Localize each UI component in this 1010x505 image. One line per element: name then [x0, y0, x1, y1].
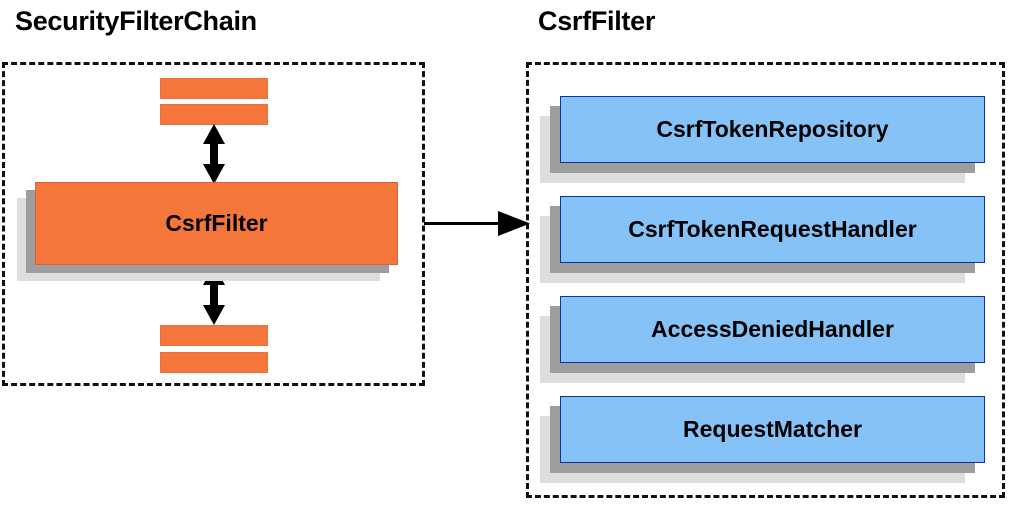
filter-bar-bottom-1 — [160, 325, 268, 346]
csrffilter-box[interactable]: CsrfFilter — [35, 182, 398, 265]
collaborator-label: CsrfTokenRequestHandler — [628, 216, 917, 242]
collaborator-box-accessdeniedhandler[interactable]: AccessDeniedHandler — [560, 296, 985, 363]
collaborator-label: RequestMatcher — [683, 416, 862, 442]
top-double-arrow-icon — [203, 124, 225, 184]
csrffilter-expands-to-arrow-icon — [424, 211, 530, 236]
filter-bar-top-2 — [160, 104, 268, 125]
collaborator-box-requestmatcher[interactable]: RequestMatcher — [560, 396, 985, 463]
filter-bar-bottom-2 — [160, 352, 268, 373]
collaborator-label: AccessDeniedHandler — [651, 316, 894, 342]
collaborator-label: CsrfTokenRepository — [656, 116, 889, 142]
security-filter-chain-container — [2, 62, 425, 386]
right-panel-title: CsrfFilter — [538, 6, 656, 36]
collaborator-box-csrftokenrepository[interactable]: CsrfTokenRepository — [560, 96, 985, 163]
left-panel-title: SecurityFilterChain — [15, 6, 257, 36]
csrffilter-box-label: CsrfFilter — [165, 210, 268, 236]
collaborator-box-csrftokenrequesthandler[interactable]: CsrfTokenRequestHandler — [560, 196, 985, 263]
filter-bar-top-1 — [160, 78, 268, 99]
csrffilter-collaborators-container — [526, 62, 1005, 498]
